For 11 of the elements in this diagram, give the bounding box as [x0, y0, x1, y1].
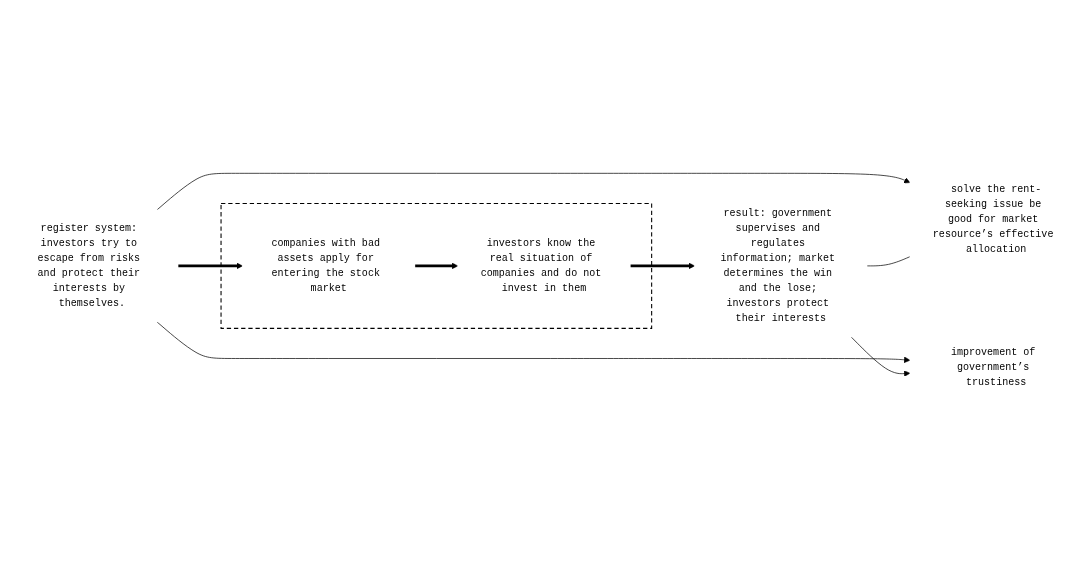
node-text: improvement of government’s trustiness — [950, 346, 1036, 388]
node-text: register system: investors try to escape from risks and protect their interests by themselves. — [37, 222, 141, 309]
arrow — [630, 262, 695, 270]
node-text: result: government supervises and regulates information; market determines the win and the lose; investors protect their interests — [720, 207, 836, 325]
arrow — [178, 262, 243, 270]
connector — [866, 256, 911, 267]
node-text: solve the rent-seeking issue be good for market resource’s effective allocation — [932, 183, 1054, 256]
node-text: companies with bad assets apply for entering the stock market — [271, 237, 380, 294]
node-text: investors know the real situation of companies and do not invest in them — [480, 237, 602, 294]
cluster — [220, 202, 653, 329]
arrow — [414, 262, 459, 270]
